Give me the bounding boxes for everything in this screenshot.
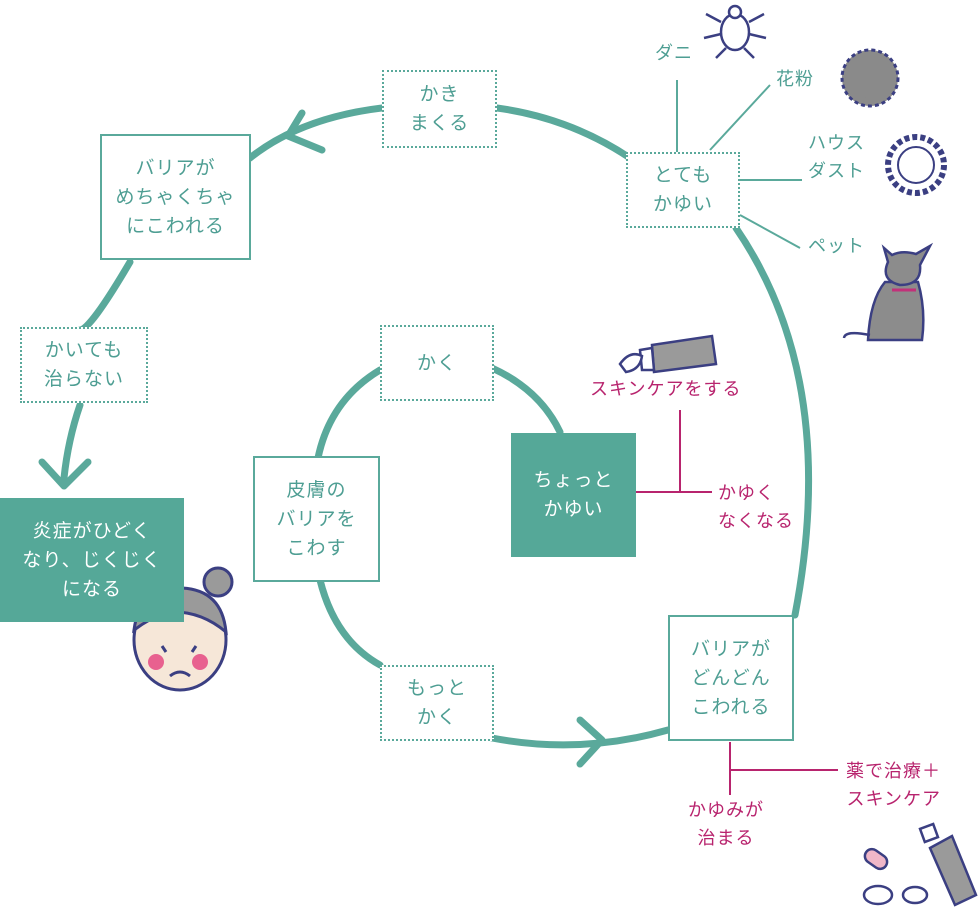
label-skincare: スキンケアをする: [590, 379, 742, 400]
label-kayuku-nakunaru: かゆく なくなる: [718, 483, 794, 532]
label-kayumi-osamaru: かゆみが 治まる: [688, 800, 764, 849]
box-kakimakuru: かき まくる: [382, 70, 497, 148]
box-chotto-kayui: ちょっと かゆい: [511, 433, 636, 557]
label-house-dust: ハウス ダスト: [808, 133, 865, 182]
box-barrier-mecha: バリアが めちゃくちゃ にこわれる: [100, 134, 251, 260]
medicine-icon: [862, 822, 978, 907]
box-barrier-break: 皮膚の バリアを こわす: [253, 456, 380, 582]
label-kusuri: 薬で治療＋ スキンケア: [846, 761, 941, 810]
outer-arrowhead-left: [38, 458, 92, 490]
trigger-lines: [676, 80, 802, 249]
box-enshou: 炎症がひどく なり、じくじく になる: [0, 498, 184, 622]
pollen-icon: [840, 48, 900, 108]
outer-arrowhead-bottom: [576, 716, 606, 768]
box-totemo-kayui: とても かゆい: [626, 152, 740, 228]
box-motto-kaku: もっと かく: [380, 665, 494, 741]
box-kaitemo: かいても 治らない: [20, 327, 148, 403]
inner-cycle-arc: [314, 364, 564, 669]
label-kafun: 花粉: [776, 69, 814, 90]
box-barrier-dondon: バリアが どんどん こわれる: [668, 615, 794, 741]
outer-cycle-arc: [60, 104, 813, 749]
house-dust-icon: [885, 134, 947, 196]
remedy-lines: [636, 410, 838, 795]
box-kaku: かく: [380, 325, 494, 401]
label-dani: ダニ: [655, 43, 693, 64]
cat-icon: [842, 242, 934, 342]
mite-icon: [703, 4, 767, 59]
cream-tube-icon: [618, 334, 718, 374]
outer-arrowhead-top: [284, 109, 326, 154]
label-pet: ペット: [808, 236, 865, 257]
